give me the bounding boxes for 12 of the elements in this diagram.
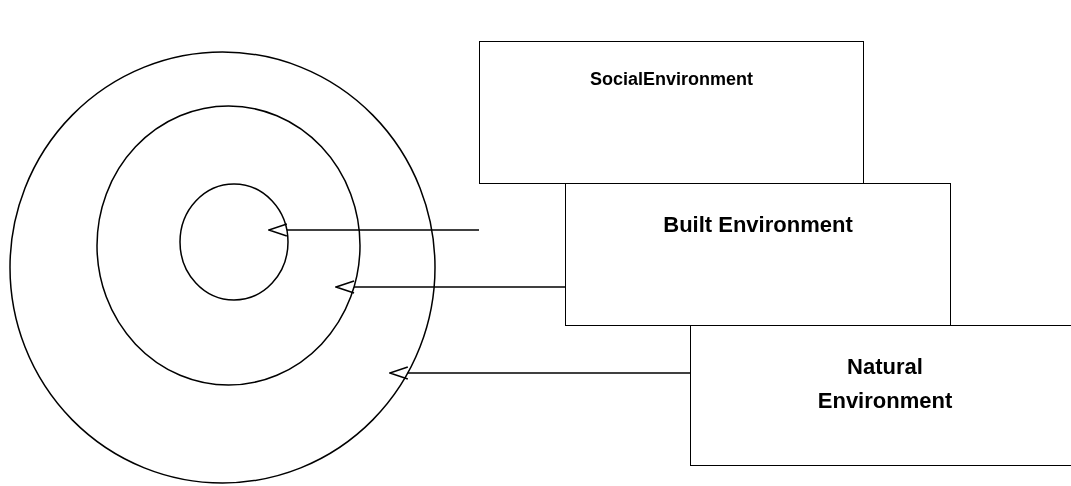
arrow bbox=[268, 223, 480, 237]
ring-ellipse bbox=[180, 184, 288, 300]
box-label: SocialEnvironment bbox=[589, 68, 753, 91]
ring-ellipse bbox=[97, 106, 360, 385]
ring-ellipse bbox=[10, 52, 435, 483]
box bbox=[479, 41, 864, 184]
box bbox=[565, 183, 951, 326]
arrow bbox=[389, 366, 691, 380]
box-label: Natural Environment bbox=[816, 353, 954, 416]
box-label: Built Environment bbox=[663, 211, 853, 239]
box bbox=[690, 325, 1071, 466]
arrow bbox=[335, 280, 566, 294]
